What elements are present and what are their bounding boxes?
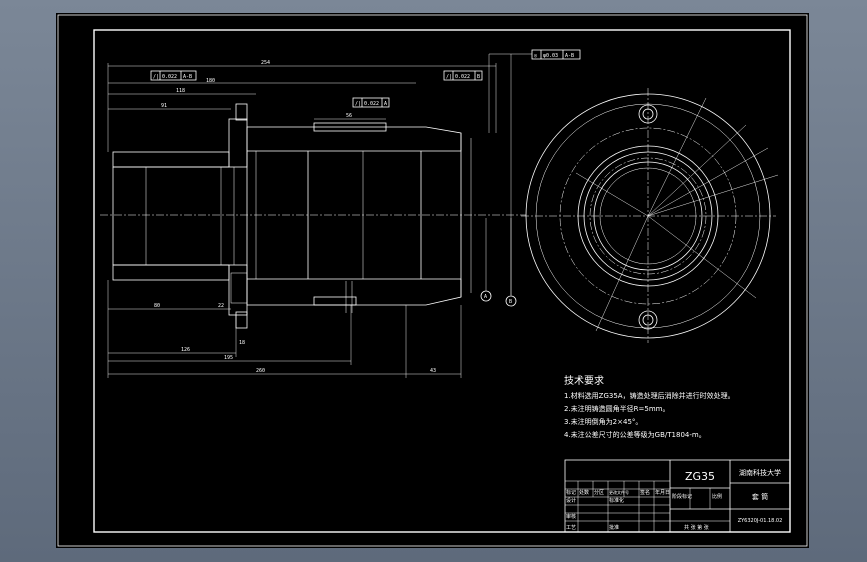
dim-91: 91 <box>161 103 167 109</box>
datum-b-label: B <box>509 299 512 305</box>
gtol-frame-1: /| 0.022 A-B <box>150 70 197 81</box>
requirement-1: 1.材料选用ZG35A，铸造处理后消除并进行时效处理。 <box>564 391 735 400</box>
requirement-4: 4.未注公差尺寸的公差等级为GB/T1804-m。 <box>564 430 706 439</box>
svg-text:B: B <box>477 74 480 80</box>
requirement-2: 2.未注明铸造圆角半径R=5mm。 <box>564 404 670 413</box>
dim-18: 18 <box>239 340 245 346</box>
school-name: 湖南科技大学 <box>739 468 781 477</box>
inner-bore <box>593 161 703 271</box>
svg-text:A-B: A-B <box>565 53 574 59</box>
datum-a-label: A <box>484 294 487 300</box>
datum-b-marker <box>505 295 517 307</box>
upper-wall-left <box>112 151 230 168</box>
keyway <box>313 122 387 132</box>
dim-22: 22 <box>218 303 224 309</box>
role-approve: 批准 <box>609 524 619 531</box>
outer-border <box>57 14 808 547</box>
header-cell-4: 更改文件号 <box>609 489 629 495</box>
header-cell-5: 签名 <box>640 489 650 496</box>
role-design: 设计 <box>566 497 576 504</box>
section-view: 254 180 118 91 56 /| 0.022 A-B <box>100 49 581 378</box>
svg-text:A-B: A-B <box>183 74 192 80</box>
svg-text:◎: ◎ <box>534 53 537 59</box>
dim-56: 56 <box>346 113 352 119</box>
lower-wall-left <box>112 264 230 281</box>
gtol-frame-3: /| 0.022 A <box>352 97 390 108</box>
outer-circle <box>525 93 771 339</box>
role-standard: 标准化 <box>609 497 624 504</box>
svg-text:/|: /| <box>355 101 361 107</box>
drawing-canvas: 254 180 118 91 56 /| 0.022 A-B <box>57 14 808 547</box>
svg-text:0.022: 0.022 <box>455 74 470 80</box>
role-review: 审核 <box>566 513 576 520</box>
svg-text:A: A <box>384 101 387 107</box>
end-view <box>521 88 779 343</box>
drawing-number: ZY6320J-01.18.02 <box>738 518 783 524</box>
gtol-frame-2: /| 0.022 B <box>443 70 483 81</box>
dim-80: 80 <box>154 303 160 309</box>
scale-label: 比例 <box>712 493 722 500</box>
svg-text:0.022: 0.022 <box>162 74 177 80</box>
gtol-frame-4: ◎ φ0.03 A-B <box>531 49 581 60</box>
upper-flange <box>228 118 248 168</box>
bolt-hole-top <box>638 104 658 124</box>
dim-43: 43 <box>430 368 436 374</box>
sheet-label: 共 张 第 张 <box>684 524 709 531</box>
header-cell-6: 年月日 <box>655 489 670 496</box>
tech-requirements: 技术要求 1.材料选用ZG35A，铸造处理后消除并进行时效处理。 2.未注明铸造… <box>564 374 735 439</box>
stage-label: 阶段标记 <box>672 493 692 500</box>
bolt-hole-bottom <box>638 310 658 330</box>
svg-text:/|: /| <box>446 74 452 80</box>
header-cell-2: 处数 <box>579 489 589 496</box>
inner-frame <box>93 29 791 533</box>
dim-254: 254 <box>261 60 270 66</box>
dim-118: 118 <box>176 88 185 94</box>
svg-text:0.022: 0.022 <box>364 101 379 107</box>
dim-260: 260 <box>256 368 265 374</box>
header-cell-1: 标记 <box>566 489 576 496</box>
lower-flange <box>228 264 248 316</box>
datum-a-marker <box>480 290 492 302</box>
svg-text:/|: /| <box>153 74 159 80</box>
requirements-title: 技术要求 <box>564 374 604 387</box>
dim-180: 180 <box>206 78 215 84</box>
part-name: 套 筒 <box>752 492 768 501</box>
header-cell-3: 分区 <box>594 489 604 496</box>
drawing-sheet: 254 180 118 91 56 /| 0.022 A-B <box>56 13 809 548</box>
dim-126: 126 <box>181 347 190 353</box>
svg-text:φ0.03: φ0.03 <box>543 53 558 59</box>
requirement-3: 3.未注明倒角为2×45°。 <box>564 417 642 426</box>
role-process: 工艺 <box>566 525 576 531</box>
material-label: ZG35 <box>685 470 715 483</box>
title-block: ZG35 湖南科技大学 套 筒 ZY6320J-01.18.02 标记 处数 分… <box>564 459 791 533</box>
dim-195: 195 <box>224 355 233 361</box>
lower-wall-right <box>246 278 462 306</box>
